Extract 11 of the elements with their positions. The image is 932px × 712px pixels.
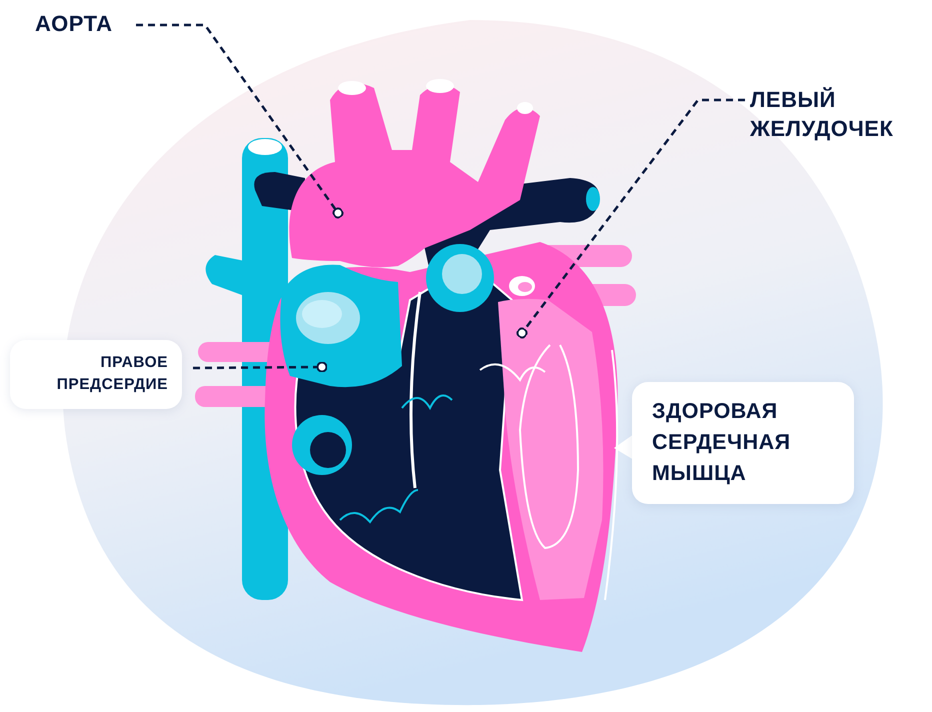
leader-line xyxy=(193,362,328,372)
aorta xyxy=(289,83,540,268)
leader-line xyxy=(136,24,344,218)
label-card xyxy=(10,340,182,409)
part-label: ЛЕВЫЙ ЖЕЛУДОЧЕК xyxy=(750,86,925,144)
left-ventricle xyxy=(498,298,604,600)
part-label: ПРАВОЕ ПРЕДСЕРДИЕ xyxy=(56,353,168,396)
label-card xyxy=(632,382,854,504)
part-label: ЗДОРОВАЯ СЕРДЕЧНАЯ МЫШЦА xyxy=(652,398,792,488)
part-label: АОРТА xyxy=(35,10,131,39)
leader-line xyxy=(516,98,745,338)
